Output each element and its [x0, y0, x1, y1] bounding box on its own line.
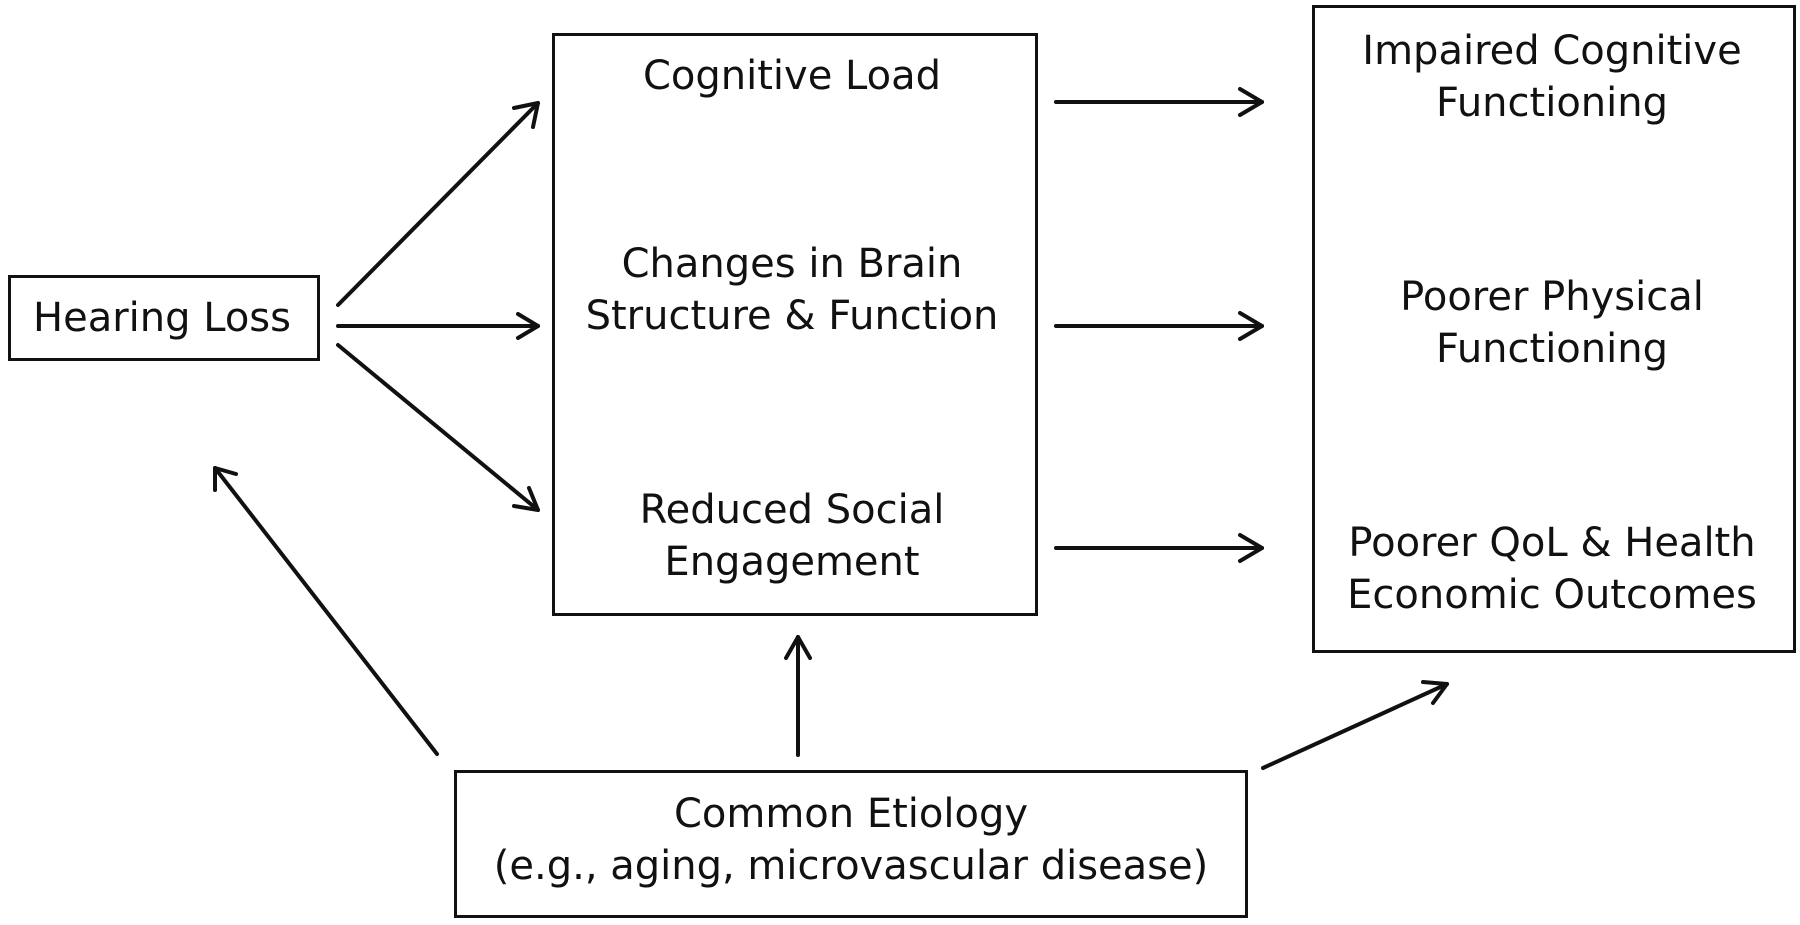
cognitive-load-label: Cognitive Load [642, 53, 942, 99]
reduced-social-label: Reduced Social Engagement [639, 487, 945, 585]
hearing-loss-label: Hearing Loss [33, 295, 291, 341]
poorer-qol-label: Poorer QoL & Health Economic Outcomes [1347, 520, 1757, 618]
arrow-social-to-outcome [1054, 533, 1264, 563]
brain-changes-label: Changes in Brain Structure & Function [585, 241, 999, 339]
arrow-brain-changes-to-outcome [1054, 311, 1264, 341]
mechanisms-box [552, 33, 1038, 616]
common-etiology-label: Common Etiology (e.g., aging, microvascu… [493, 791, 1209, 889]
outcomes-box [1312, 5, 1796, 653]
arrow-hearing-to-brain-changes [336, 312, 540, 340]
poorer-physical-label: Poorer Physical Functioning [1400, 274, 1704, 372]
arrow-etiology-to-hearing-loss [213, 466, 439, 756]
hearing-loss-box [8, 275, 320, 361]
arrow-hearing-to-cognitive-load [336, 101, 540, 307]
impaired-cognitive-label: Impaired Cognitive Functioning [1362, 28, 1742, 126]
etiology-box [454, 770, 1248, 918]
arrow-cognitive-load-to-outcome [1054, 87, 1264, 117]
arrow-etiology-to-outcomes [1261, 680, 1449, 770]
arrow-hearing-to-social [336, 343, 540, 512]
arrow-etiology-to-mechanisms [784, 635, 812, 757]
